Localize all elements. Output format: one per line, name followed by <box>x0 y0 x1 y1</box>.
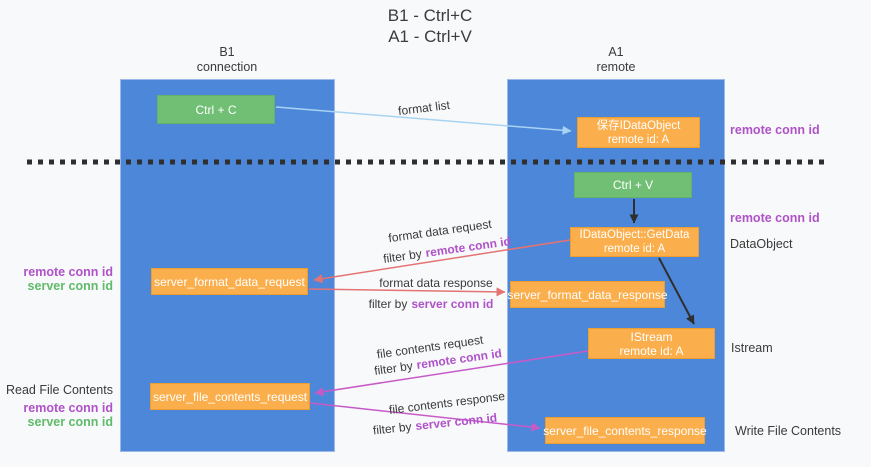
idataobject-getdata-line2: remote id: A <box>603 243 666 255</box>
lane-a1-name: A1 <box>608 45 624 59</box>
idataobject-getdata-box: IDataObject::GetData remote id: A <box>570 227 699 257</box>
filter-by-text: filter by <box>373 358 414 378</box>
lane-b1-subtitle: connection <box>196 60 258 74</box>
lane-a1-subtitle: remote <box>596 60 636 74</box>
istream-line1: IStream <box>630 329 673 344</box>
server-file-contents-response-label: server_file_contents_response <box>543 423 707 438</box>
server-format-data-request-label: server_format_data_request <box>154 274 305 289</box>
idataobject-getdata-line1: IDataObject::GetData <box>579 229 690 241</box>
server-conn-id-keyword: server conn id <box>411 297 494 311</box>
server-file-contents-request-label: server_file_contents_request <box>152 389 308 404</box>
right-remote-conn-id-label-1: remote conn id <box>730 123 820 137</box>
save-idataobject-line2: remote id: A <box>607 133 670 146</box>
lane-header-a1: A1 remote <box>597 45 636 75</box>
ctrl-v-box: Ctrl + V <box>574 172 692 198</box>
ctrl-c-box: Ctrl + C <box>157 95 275 124</box>
server-file-contents-request-box: server_file_contents_request <box>150 383 310 410</box>
lane-header-b1: B1 connection <box>197 45 257 75</box>
format-data-response-label: format data response <box>379 276 493 290</box>
format-list-label: format list <box>397 97 451 119</box>
diagram-title: B1 - Ctrl+C A1 - Ctrl+V <box>388 5 473 47</box>
left-server-conn-id-label-1: server conn id <box>27 279 113 293</box>
filter-by-text: filter by <box>368 297 408 311</box>
read-file-contents-label: Read File Contents <box>5 383 113 397</box>
server-format-data-response-label: server_format_data_response <box>507 287 668 302</box>
server-file-contents-response-box: server_file_contents_response <box>543 417 707 444</box>
save-idataobject-line1: 保存IDataObject <box>596 119 681 132</box>
right-remote-conn-id-label-2: remote conn id <box>730 211 820 225</box>
server-format-data-request-box: server_format_data_request <box>151 268 308 295</box>
filter-by-text: filter by <box>372 419 413 438</box>
title-line-1: B1 - Ctrl+C <box>387 6 473 25</box>
title-line-2: A1 - Ctrl+V <box>388 27 472 46</box>
dataobject-label: DataObject <box>730 237 793 251</box>
server-format-data-response-box: server_format_data_response <box>507 281 668 308</box>
left-remote-conn-id-label-1: remote conn id <box>23 265 113 279</box>
lane-b1-name: B1 <box>219 45 235 59</box>
istream-line2: remote id: A <box>619 343 684 358</box>
filter-by-text: filter by <box>382 246 423 266</box>
write-file-contents-label: Write File Contents <box>735 424 842 438</box>
save-idataobject-box: 保存IDataObject remote id: A <box>577 117 700 148</box>
istream-side-label: Istream <box>731 341 773 355</box>
left-remote-conn-id-label-2: remote conn id <box>23 401 113 415</box>
ctrl-v-label: Ctrl + V <box>612 178 654 192</box>
istream-box: IStream remote id: A <box>588 328 715 359</box>
ctrl-c-label: Ctrl + C <box>195 102 237 117</box>
server-conn-id-keyword: server conn id <box>414 410 498 434</box>
left-server-conn-id-label-2: server conn id <box>27 415 113 429</box>
